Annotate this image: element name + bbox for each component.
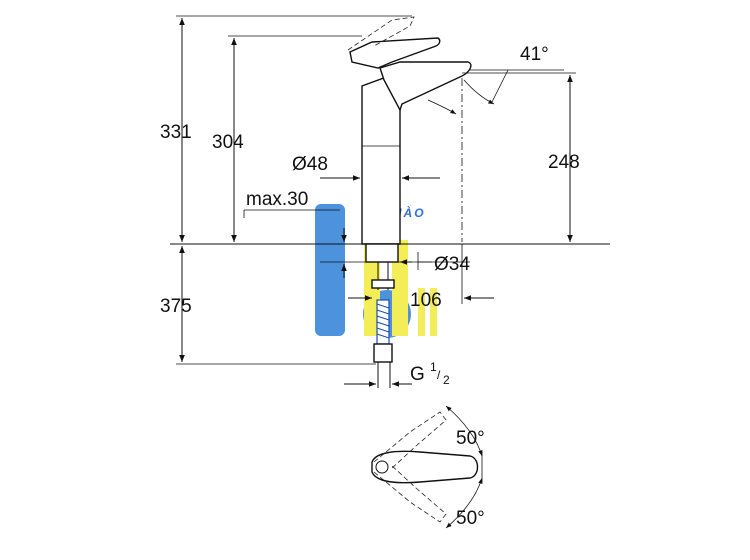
mounting-nut: [365, 243, 399, 263]
dim-lever-right-angle: 50°: [456, 508, 485, 529]
dim-deck-thickness: max.30: [246, 189, 308, 210]
dim-thread-numerator: 1: [430, 360, 437, 374]
dim-below-deck: 375: [160, 296, 192, 317]
spout-swing-arc: [427, 99, 457, 115]
dim-spout-angle: 41°: [520, 44, 549, 65]
hose-fitting: [373, 343, 393, 363]
dim-lever-left-angle: 50°: [456, 428, 485, 449]
dim-thread-denominator: 2: [443, 373, 450, 387]
dim-body-diameter: Ø48: [292, 154, 328, 175]
top-view: [371, 405, 483, 529]
hose-braid: [376, 303, 390, 339]
lever-open-position: [347, 16, 415, 51]
dim-spout-height: 304: [212, 132, 244, 153]
top-view-hub: [375, 460, 389, 474]
dim-hole-diameter: Ø34: [434, 254, 470, 275]
angle-41-arc: [463, 79, 495, 105]
mounting-parts: [365, 243, 399, 388]
logo-yellow-bar-3: [418, 288, 425, 336]
dim-thread: G: [410, 364, 425, 385]
lever-right-arc: [445, 477, 483, 529]
dim-outlet-height: 248: [548, 152, 580, 173]
watermark-logo: [315, 204, 437, 338]
top-view-right-position: [373, 463, 447, 523]
angle-41-leader: [491, 69, 509, 103]
lock-nut: [371, 279, 395, 289]
logo-yellow-bar-4: [430, 288, 437, 336]
dim-reach: 106: [410, 290, 442, 311]
top-view-left-position: [373, 411, 447, 471]
logo-blue-bar: [315, 204, 345, 336]
dim-thread-slash: /: [437, 368, 441, 382]
spout: [379, 61, 472, 112]
dim-total-height: 331: [160, 122, 192, 143]
lever-left-arc: [445, 405, 483, 457]
top-view-lever: [371, 450, 479, 484]
lever-handle: [349, 37, 441, 69]
